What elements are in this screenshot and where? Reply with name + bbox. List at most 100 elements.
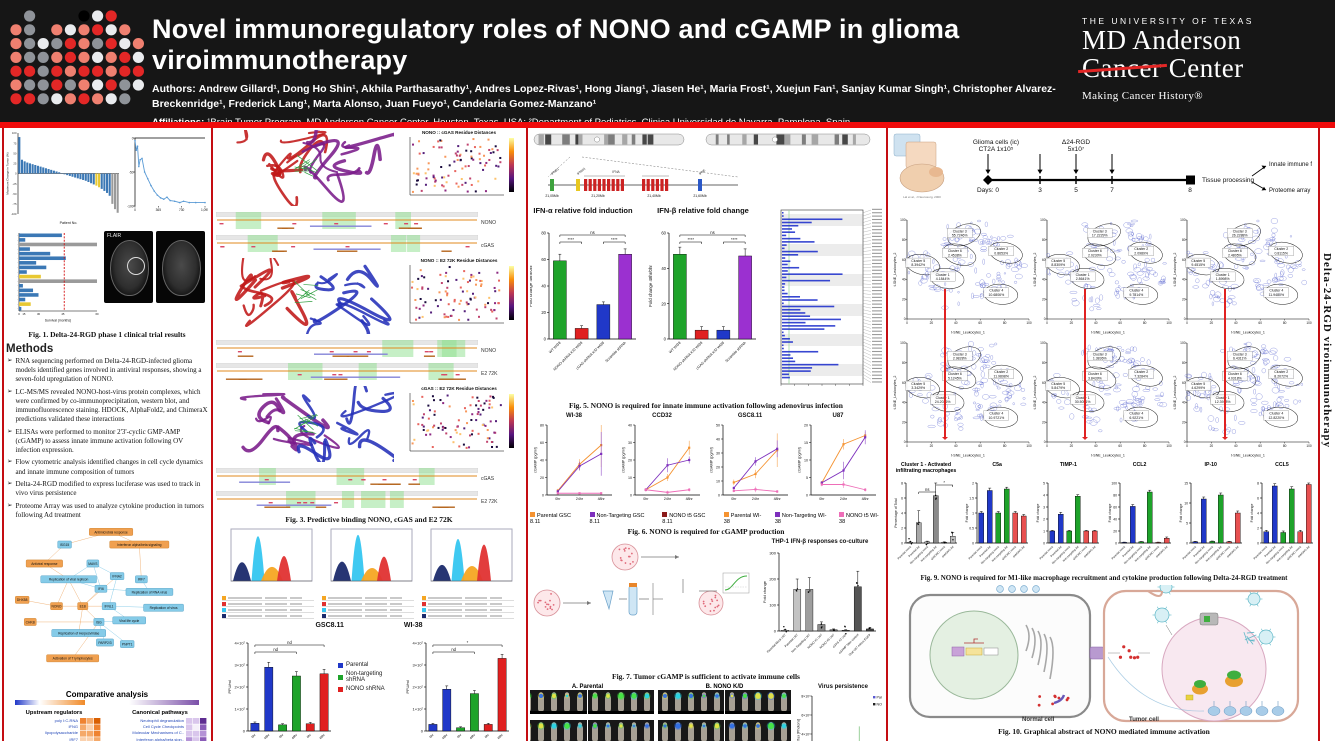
svg-text:24hr: 24hr — [840, 497, 848, 501]
fig10-graphical-abstract: Normal cell Tumor cell — [904, 579, 1304, 725]
svg-text:80: 80 — [1182, 238, 1186, 242]
svg-text:Cluster 3: Cluster 3 — [1233, 229, 1247, 233]
authors-label: Authors: — [152, 83, 196, 95]
svg-text:Cluster 4: Cluster 4 — [1129, 289, 1143, 293]
svg-text:21,20Mb: 21,20Mb — [591, 194, 604, 198]
svg-text:80: 80 — [1042, 238, 1046, 242]
svg-text:−: − — [17, 258, 19, 260]
svg-text:6.9221%: 6.9221% — [1129, 416, 1143, 420]
svg-text:40: 40 — [1234, 321, 1238, 325]
svg-text:0: 0 — [630, 494, 632, 498]
svg-text:Fold change: Fold change — [965, 504, 969, 523]
svg-text:Cluster 4: Cluster 4 — [989, 412, 1003, 416]
legend-item: Parental GSC 8.11 — [530, 512, 580, 525]
legend-item: Parental WI-38 — [723, 512, 765, 525]
svg-text:Cluster 5: Cluster 5 — [911, 382, 925, 386]
svg-text:40: 40 — [1113, 518, 1117, 522]
svg-text:0hr: 0hr — [643, 497, 649, 501]
divider-3 — [886, 128, 888, 741]
svg-text:IFNA2: IFNA2 — [112, 574, 122, 578]
svg-text:−: − — [17, 277, 19, 279]
svg-text:0: 0 — [1046, 444, 1048, 448]
svg-text:40: 40 — [1094, 444, 1098, 448]
svg-text:−: − — [17, 304, 19, 306]
svg-text:48hr: 48hr — [441, 732, 449, 740]
svg-text:PNPT1: PNPT1 — [122, 642, 133, 646]
fig7-caption: Fig. 7. Tumor cGAMP is sufficient to act… — [612, 672, 800, 681]
svg-text:3: 3 — [1038, 187, 1042, 194]
svg-text:0: 0 — [134, 208, 136, 212]
svg-text:2: 2 — [901, 527, 903, 531]
svg-text:MAVS: MAVS — [88, 561, 98, 565]
fig8-panel-a: A. Parental Day 7Day 14Day 21 — [530, 684, 654, 741]
svg-text:Fold change 48hr/0hr: Fold change 48hr/0hr — [648, 265, 653, 307]
svg-text:ns: ns — [925, 487, 929, 492]
svg-text:0hr: 0hr — [484, 732, 491, 739]
svg-text:cGAMP (pg/ml): cGAMP (pg/ml) — [798, 446, 802, 473]
svg-text:Tissue processing: Tissue processing — [1202, 177, 1255, 184]
legend-label: NONO t5 WI-38 — [839, 513, 879, 525]
svg-text:t-SNE_Leukocytes_2: t-SNE_Leukocytes_2 — [893, 376, 897, 410]
svg-text:Viral life cycle: Viral life cycle — [119, 618, 139, 622]
track-label: NONO — [481, 348, 496, 354]
red-arrow — [941, 289, 948, 440]
svg-text:60: 60 — [1042, 258, 1046, 262]
mice-image-tile — [588, 690, 654, 719]
svg-text:Cluster 4: Cluster 4 — [1269, 412, 1283, 416]
mice-image-tile — [658, 720, 724, 741]
svg-text:40: 40 — [1182, 278, 1186, 282]
svg-text:24hr: 24hr — [664, 497, 672, 501]
svg-text:Proteome array: Proteome array — [1269, 188, 1310, 194]
svg-text:4.1844%: 4.1844% — [936, 277, 950, 281]
svg-text:0: 0 — [1186, 321, 1188, 325]
flow-histogram — [422, 527, 516, 619]
svg-text:50: 50 — [716, 424, 720, 428]
svg-text:2.0989%: 2.0989% — [1134, 251, 1148, 255]
svg-text:60: 60 — [1182, 258, 1186, 262]
svg-text:cGAMP (pg/ml): cGAMP (pg/ml) — [622, 446, 626, 473]
svg-text:Fold change: Fold change — [1250, 504, 1254, 523]
svg-text:80: 80 — [902, 361, 906, 365]
svg-text:60: 60 — [1113, 506, 1117, 510]
svg-text:2.8641%: 2.8641% — [1076, 277, 1090, 281]
svg-text:30: 30 — [37, 312, 41, 316]
svg-text:100: 100 — [1180, 218, 1186, 222]
fig6-caption: Fig. 6. NONO is required for cGAMP produ… — [627, 527, 785, 536]
svg-text:Fold change: Fold change — [1108, 504, 1112, 523]
comparative-analysis-title: Comparative analysis — [65, 689, 149, 699]
svg-text:80: 80 — [902, 238, 906, 242]
gsc-title: GSC8.11 — [315, 622, 344, 629]
svg-text:60: 60 — [661, 231, 666, 236]
fig5-caption: Fig. 5. NONO is required for innate immu… — [569, 401, 843, 410]
svg-text:0: 0 — [664, 337, 667, 342]
upstream-grid — [80, 717, 102, 741]
svg-text:15: 15 — [22, 312, 26, 316]
method-bullet: Delta-24-RGD modified to express lucifer… — [7, 480, 208, 498]
svg-text:−: − — [17, 240, 19, 242]
svg-text:−: − — [17, 295, 19, 297]
svg-text:48hr: 48hr — [469, 732, 477, 740]
upstream-title: Upstream regulators — [25, 709, 83, 716]
tumor-annotation-circle — [127, 257, 145, 275]
brain-scan — [162, 240, 201, 296]
fig9-cytokine-charts: Cluster 1 - Activated infiltrating macro… — [892, 462, 1316, 572]
method-bullet: LC-MS/MS revealed NONO-host-virus protei… — [7, 388, 208, 424]
svg-text:20: 20 — [1113, 530, 1117, 534]
svg-text:40: 40 — [628, 424, 632, 428]
